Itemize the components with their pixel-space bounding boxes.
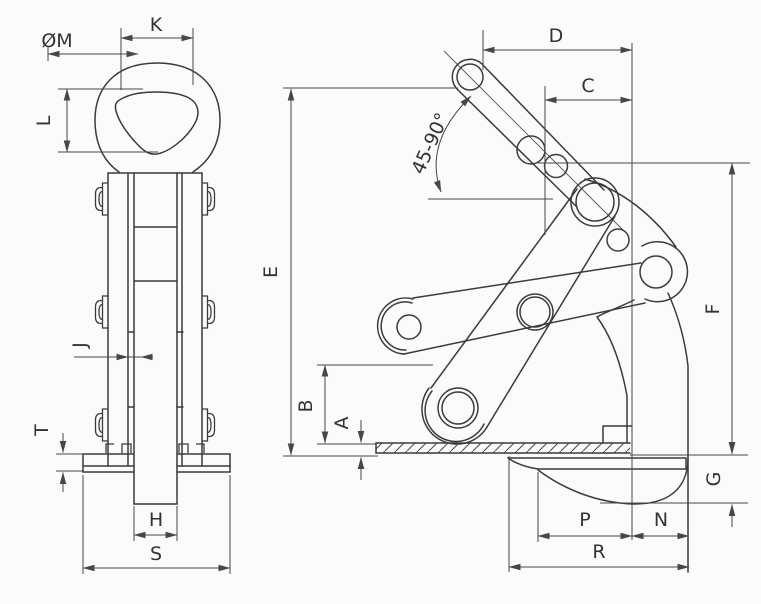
dim-label-K: K [150, 14, 163, 36]
hook-bottom-curve [537, 458, 689, 505]
hook-lip [507, 457, 539, 470]
dim-label-P: P [579, 509, 590, 531]
cam-outer [421, 387, 488, 445]
main-pivot-outer [570, 177, 620, 227]
roller-hole [396, 314, 422, 340]
dim-label-R: R [592, 541, 605, 563]
lobe-hole [639, 255, 673, 289]
workpiece-hatch [376, 443, 630, 453]
dim-label-M: ØM [41, 30, 72, 52]
side-dimension-labels: D C 45-90° E B A F G P N R [260, 25, 725, 563]
dim-label-J: J [69, 342, 91, 349]
arm-pin-upper [516, 135, 546, 165]
dim-label-T: T [31, 424, 53, 437]
link-hole-inner [519, 296, 551, 328]
link-hole-outer [516, 293, 554, 331]
body-front-edge [596, 299, 635, 444]
body-lobe-cap [641, 240, 689, 303]
side-dimensions [283, 30, 750, 572]
dim-label-D: D [549, 25, 564, 47]
dim-label-L: L [33, 115, 55, 126]
dim-label-H: H [149, 509, 163, 531]
body-top-edge [584, 178, 677, 248]
bolt-heads [94, 182, 216, 453]
arm-end-cap [451, 58, 483, 91]
front-dimension-labels: K ØM L J T H S [31, 14, 163, 565]
cam-hole-outer [437, 387, 479, 429]
arm-centerline [443, 50, 625, 232]
body-right-edge [667, 292, 689, 573]
dim-label-C: C [581, 75, 594, 97]
dim-label-A: A [331, 417, 353, 430]
roller-mid [380, 301, 413, 351]
arm-pin-lower [543, 153, 569, 179]
dim-label-F: F [702, 304, 724, 315]
side-view: D C 45-90° E B A F G P N R [260, 25, 750, 573]
front-dimensions [47, 28, 231, 574]
eye-hole-outline [114, 91, 199, 155]
body-pin [606, 228, 630, 252]
cam-mid [424, 390, 485, 443]
eye-outer-outline [94, 62, 221, 173]
dim-label-G: G [703, 472, 725, 487]
jaw-pad [602, 425, 633, 444]
cam-hole-inner [441, 391, 475, 425]
dim-label-B: B [295, 399, 317, 412]
roller-outer [376, 297, 414, 355]
front-view: K ØM L J T H S [31, 14, 231, 574]
dim-label-S: S [150, 543, 162, 565]
dim-label-N: N [654, 509, 668, 531]
dim-label-angle: 45-90° [407, 110, 453, 178]
dim-label-E: E [260, 266, 282, 278]
arm-eye-hole [456, 63, 484, 91]
